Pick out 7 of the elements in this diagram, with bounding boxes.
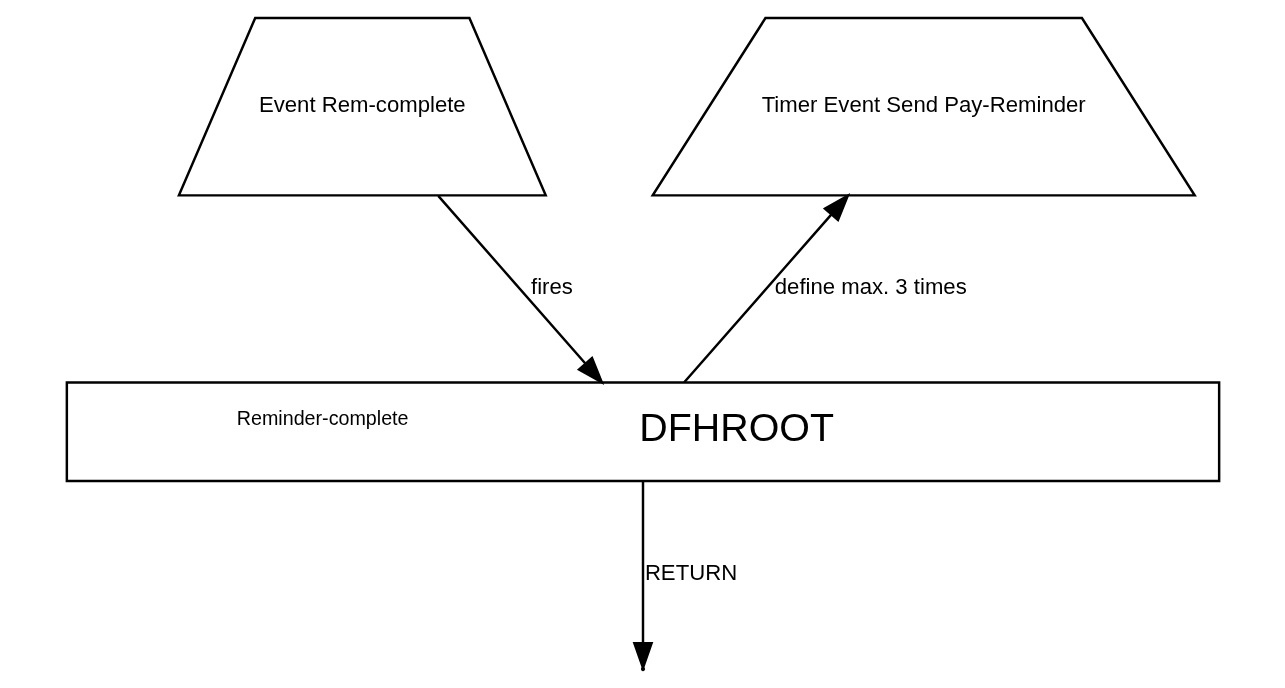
edge-label: fires: [530, 274, 573, 300]
edge-label: RETURN: [644, 559, 737, 585]
node-box: Reminder-complete DFHROOT: [65, 381, 1220, 483]
edge-label: define max. 3 times: [774, 274, 967, 300]
arrow: [436, 195, 604, 386]
arrow: [682, 193, 850, 384]
arrow: [632, 481, 653, 672]
